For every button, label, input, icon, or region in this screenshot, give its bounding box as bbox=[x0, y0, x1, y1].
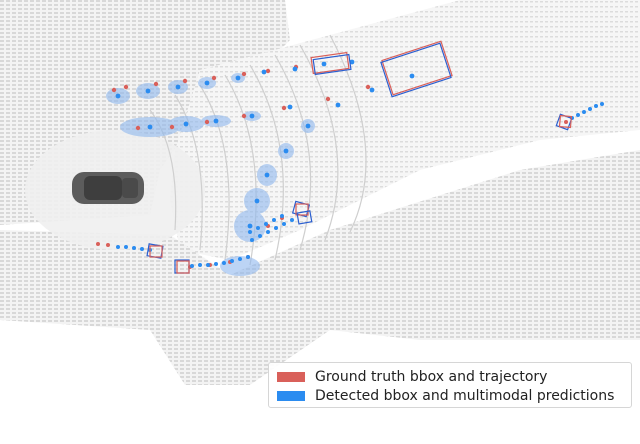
car-icon bbox=[72, 172, 144, 204]
lidar-point-cloud bbox=[0, 0, 640, 385]
legend-item-detection: Detected bbox and multimodal predictions bbox=[277, 386, 623, 405]
legend: Ground truth bbox and trajectory Detecte… bbox=[268, 362, 632, 408]
bounding-boxes bbox=[146, 40, 573, 274]
ground-truth-swatch bbox=[277, 371, 305, 382]
legend-item-ground-truth: Ground truth bbox and trajectory bbox=[277, 367, 623, 386]
legend-label-ground-truth: Ground truth bbox and trajectory bbox=[315, 368, 548, 385]
legend-label-detection: Detected bbox and multimodal predictions bbox=[315, 387, 615, 404]
ground-truth-trajectories bbox=[96, 64, 568, 269]
detected-predictions bbox=[115, 59, 415, 229]
bbox-truck bbox=[380, 40, 453, 98]
bbox-car-far bbox=[310, 51, 352, 76]
detection-swatch bbox=[277, 390, 305, 401]
